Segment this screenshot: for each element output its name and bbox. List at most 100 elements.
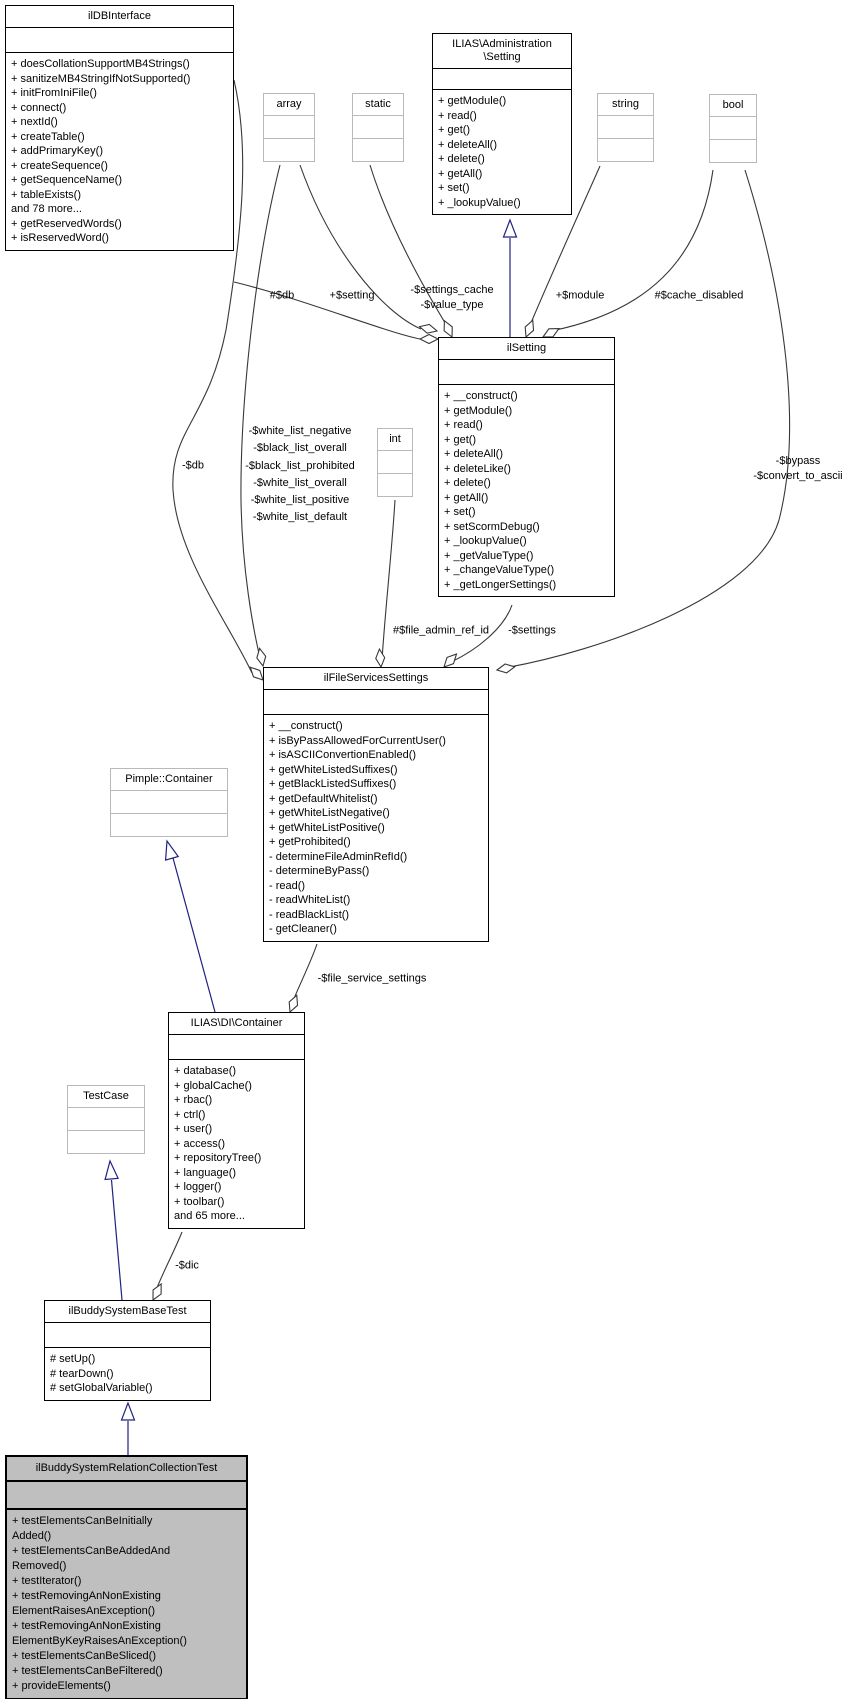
method: + get() [438,124,471,136]
type-title: int [378,429,412,451]
method: + get() [444,433,477,446]
method: + read() [444,419,483,431]
empty-compartment [598,116,653,139]
class-ilbuddysystembasetest[interactable]: ilBuddySystemBaseTest # setUp() # tearDo… [44,1300,211,1401]
method: + _lookupValue() [438,196,521,209]
method: + testElementsCanBeFiltered() [12,1665,163,1677]
methods-compartment: + __construct() + isByPassAllowedForCurr… [264,715,488,941]
class-ilsetting[interactable]: ilSetting + __construct() + getModule() … [438,337,615,597]
method: + deleteLike() [444,462,511,475]
method: + getModule() [438,95,507,107]
method: + user() [174,1123,213,1135]
method: + isReservedWord() [11,232,109,244]
method: + _getValueType() [444,549,534,562]
edge-white-list-aggregation [240,164,281,659]
class-ildbinterface[interactable]: ilDBInterface + doesCollationSupportMB4S… [5,5,234,251]
methods-compartment: + database() + globalCache() + rbac() + … [169,1060,304,1228]
type-title: TestCase [68,1086,144,1108]
class-ilfileservicessettings[interactable]: ilFileServicesSettings + __construct() +… [263,667,489,942]
type-static: static [352,93,404,162]
empty-compartment [710,140,756,162]
empty-compartment [264,116,314,139]
edge-cache-disabled-aggregation [550,169,714,332]
edge-settings-cache-aggregation [369,164,451,332]
class-ilbuddysystemrelationcollectiontest: ilBuddySystemRelationCollectionTest + te… [5,1455,248,1699]
type-title: array [264,94,314,116]
method: + setScormDebug() [444,520,540,533]
method: - readBlackList() [269,908,350,921]
method: + access() [174,1137,226,1150]
edge-label-db-private: -$db [181,459,205,472]
method: + getWhiteListPositive() [269,821,385,834]
edge-label-dic: -$dic [175,1259,199,1272]
edge-label-black-list-overall: -$black_list_overall [253,442,347,455]
empty-compartment [68,1131,144,1153]
method: + tableExists() [11,188,81,201]
method: + ctrl() [174,1108,206,1121]
method: + testElementsCanBeInitially [12,1515,153,1527]
edge-label-value-type: -$value_type [420,299,484,311]
aggregation-diamond [443,319,453,339]
class-ilias-administration-setting[interactable]: ILIAS\Administration \Setting + getModul… [432,33,572,215]
method: + set() [438,182,470,194]
edge-label-db-protected: #$db [269,289,295,302]
edge-label-file-admin-ref-id: #$file_admin_ref_id [392,624,490,637]
method: + read() [438,109,477,122]
method: - readWhiteList() [269,894,351,906]
edge-label-bypass-block: -$bypass -$convert_to_ascii [753,454,842,484]
edge-setting-aggregation [299,164,422,330]
class-title: ilFileServicesSettings [264,668,488,690]
method: + delete() [444,477,491,489]
method: + testIterator() [12,1575,82,1587]
inheritance-edge-dicontainer-pimple [172,857,216,1013]
method: + getAll() [438,167,483,180]
type-title: string [598,94,653,116]
methods-compartment: + __construct() + getModule() + read() +… [439,385,614,596]
method: + repositoryTree() [174,1152,262,1164]
method: ElementRaisesAnException() [12,1605,156,1617]
class-title: ilBuddySystemRelationCollectionTest [7,1457,246,1482]
method: + getDefaultWhitelist() [269,792,378,805]
attributes-compartment [264,690,488,715]
method: - read() [269,879,306,892]
method: + testElementsCanBeSliced() [12,1650,156,1662]
method: Added() [12,1530,52,1542]
empty-compartment [378,474,412,496]
method: + isByPassAllowedForCurrentUser() [269,734,446,747]
type-array: array [263,93,315,162]
method: + deleteAll() [438,138,498,151]
edge-db-protected-aggregation [233,281,421,340]
aggregation-diamond [541,327,560,338]
method: + getReservedWords() [11,217,122,230]
method: + deleteAll() [444,448,504,460]
method: + provideElements() [12,1680,111,1692]
edge-label-white-list-overall: -$white_list_overall [253,477,347,489]
edge-label-cache-disabled: #$cache_disabled [654,289,744,302]
method: + createTable() [11,130,85,143]
aggregation-diamond [256,647,267,668]
aggregation-diamond [524,319,535,339]
method: + addPrimaryKey() [11,145,104,157]
edge-db-private-aggregation [172,79,253,674]
method: + getBlackListedSuffixes() [269,778,397,790]
method: + isASCIIConvertionEnabled() [269,749,417,761]
class-ilias-di-container[interactable]: ILIAS\DI\Container + database() + global… [168,1012,305,1229]
empty-compartment [111,791,227,814]
attributes-compartment [169,1035,304,1060]
method: + delete() [438,153,485,165]
method: + language() [174,1166,237,1179]
method: + _lookupValue() [444,535,527,547]
aggregation-diamond [249,666,264,681]
aggregation-diamond [418,323,439,334]
edge-label-white-list-default: -$white_list_default [252,511,348,524]
class-title: ilBuddySystemBaseTest [45,1301,210,1323]
empty-compartment [264,139,314,161]
edge-label-settings-member: -$settings [508,624,556,637]
method: + getSequenceName() [11,174,122,186]
methods-compartment: + doesCollationSupportMB4Strings() + san… [6,53,233,250]
method: + connect() [11,101,67,114]
type-string: string [597,93,654,162]
edge-label-file-service-settings: -$file_service_settings [317,972,427,985]
method: # setGlobalVariable() [50,1382,153,1394]
